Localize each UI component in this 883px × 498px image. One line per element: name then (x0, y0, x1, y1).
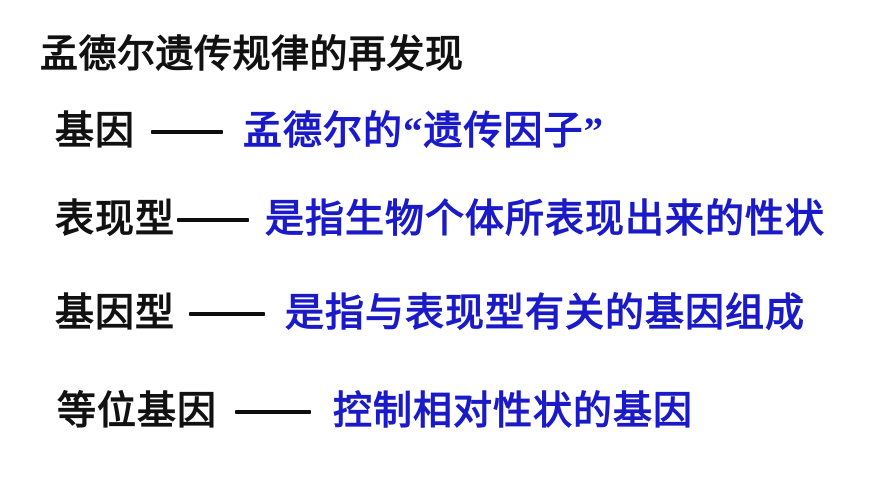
term-label-gene: 基因 (55, 110, 136, 153)
em-dash-separator-icon (189, 311, 266, 316)
definition-row-gene: 基因 孟德尔的“遗传因子” (55, 112, 604, 151)
definition-text-allele: 控制相对性状的基因 (333, 390, 694, 433)
definition-row-phenotype: 表现型 是指生物个体所表现出来的性状 (55, 200, 825, 239)
em-dash-separator-icon (151, 129, 224, 134)
term-label-allele: 等位基因 (57, 390, 218, 433)
definition-row-genotype: 基因型 是指与表现型有关的基因组成 (55, 294, 805, 333)
term-label-phenotype: 表现型 (55, 198, 176, 241)
em-dash-separator-icon (177, 217, 250, 222)
page-title: 孟德尔遗传规律的再发现 (40, 34, 464, 76)
definition-text-genotype: 是指与表现型有关的基因组成 (285, 292, 806, 335)
term-label-genotype: 基因型 (55, 292, 176, 335)
definition-row-allele: 等位基因 控制相对性状的基因 (57, 392, 693, 431)
definition-text-phenotype: 是指生物个体所表现出来的性状 (265, 198, 826, 241)
definition-text-gene: 孟德尔的“遗传因子” (243, 110, 605, 153)
em-dash-separator-icon (235, 409, 312, 414)
